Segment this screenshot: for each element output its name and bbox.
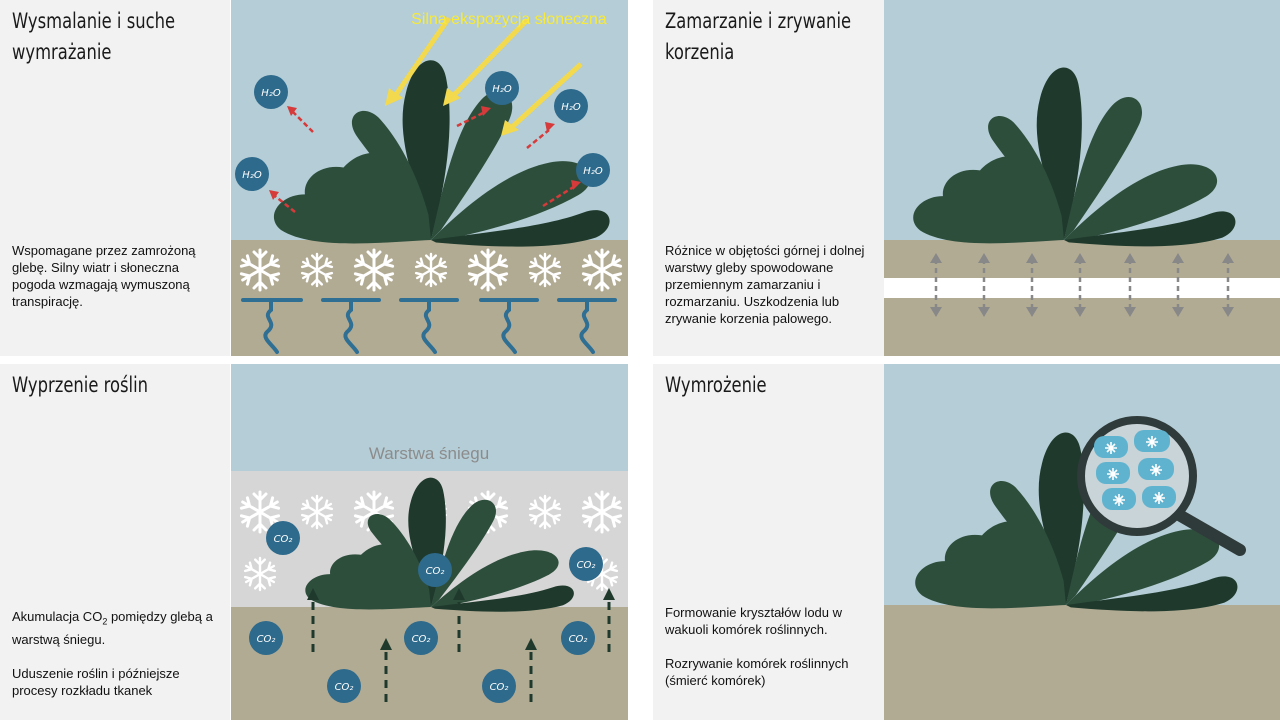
root-icon [241,298,617,354]
panel-description: Formowanie kryształów lodu w wakuoli kom… [665,604,875,689]
panel-description: Wspomagane przez zamrożoną glebę. Silny … [12,243,196,309]
magnifier-icon [1077,416,1246,556]
panel-title: Wymrożenie [665,370,767,401]
ice-crystal-icon [1094,430,1176,510]
panel-text-drying: Wysmalanie i suche wymrażanie Wspomagane… [0,0,230,356]
svg-text:H₂O: H₂O [261,88,281,99]
svg-text:CO₂: CO₂ [335,682,354,693]
panel-text-smothering: Wyprzenie roślin Akumulacja CO2 pomiędzy… [0,364,230,720]
svg-text:H₂O: H₂O [583,166,603,177]
panel-text-freezing: Wymrożenie Formowanie kryształów lodu w … [653,364,884,720]
water-molecule: H₂O H₂O H₂O H₂O H₂O [235,71,610,191]
svg-text:CO₂: CO₂ [577,560,596,571]
desc-paragraph-2: Rozrywanie komórek roślinnych (śmierć ko… [665,656,849,688]
svg-text:H₂O: H₂O [242,170,262,181]
panel-title: Zamarzanie i zrywanie korzenia [665,6,851,68]
soil-area [884,605,1280,720]
title-line: korzenia [665,40,735,64]
svg-text:CO₂: CO₂ [274,534,293,545]
desc-paragraph-2: Uduszenie roślin i późniejsze procesy ro… [12,665,180,698]
panel-description: Akumulacja CO2 pomiędzy glebą a warstwą … [12,608,222,699]
vapor-arrow [274,110,576,213]
title-line: Zamarzanie i zrywanie [665,9,852,33]
scene-freezing [884,364,1280,720]
soil-lower [884,298,1280,356]
svg-text:CO₂: CO₂ [412,634,431,645]
panel-text-heaving: Zamarzanie i zrywanie korzenia Różnice w… [653,0,884,356]
svg-text:CO₂: CO₂ [569,634,588,645]
scene-drying: Silna ekspozycja słoneczna H₂O H₂O H₂O H… [231,0,628,356]
sky-area [231,364,628,471]
sun-ray-arrow [385,16,583,136]
panel-description: Różnice w objętości górnej i dolnej wars… [665,243,865,326]
desc-paragraph-1: Formowanie kryształów lodu w wakuoli kom… [665,605,843,637]
snow-label: Warstwa śniegu [369,444,489,463]
svg-text:H₂O: H₂O [561,102,581,113]
title-line: Wyprzenie roślin [12,373,149,397]
gap-layer [884,278,1280,298]
svg-text:H₂O: H₂O [492,84,512,95]
title-line: Wymrożenie [665,373,767,397]
title-line: wymrażanie [12,40,112,64]
co2-molecule: CO₂ CO₂ CO₂ CO₂ CO₂ CO₂ CO₂ CO₂ [249,521,603,703]
desc-paragraph-1: Akumulacja CO2 pomiędzy glebą a warstwą … [12,609,213,647]
scene-heaving [884,0,1280,356]
svg-text:CO₂: CO₂ [490,682,509,693]
title-line: Wysmalanie i suche [12,9,176,33]
panel-title: Wysmalanie i suche wymrażanie [12,6,175,68]
panel-title: Wyprzenie roślin [12,370,148,401]
scene-smothering: Warstwa śniegu CO₂ CO₂ CO₂ CO₂ CO₂ C [231,364,628,720]
sun-label: Silna ekspozycja słoneczna [411,11,607,28]
svg-text:CO₂: CO₂ [426,566,445,577]
svg-text:CO₂: CO₂ [257,634,276,645]
